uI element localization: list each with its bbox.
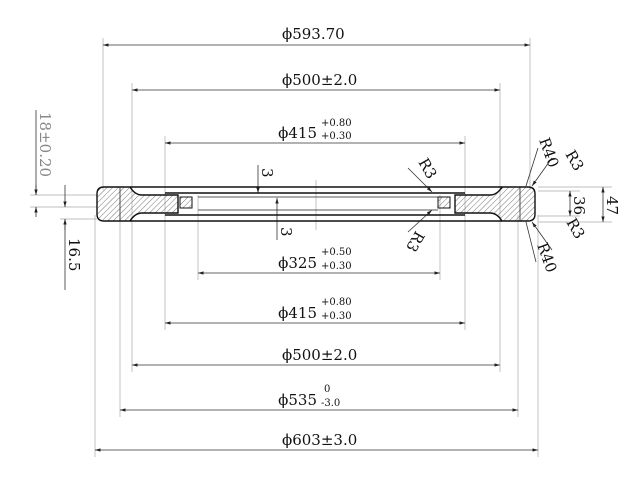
thickness-18-label: 18±0.20 (36, 112, 54, 177)
dim-535-tol-lower: -3.0 (321, 398, 340, 409)
r3-right-top-label: R3 (562, 147, 588, 174)
part-section (96, 186, 536, 222)
dimension-lines (34, 43, 605, 452)
r40-bottom-label: R40 (533, 240, 560, 275)
dim-415-bottom-tol-lower: +0.30 (321, 311, 352, 322)
dimension-labels: ϕ593.70 ϕ500±2.0 ϕ415 +0.80 +0.30 ϕ325 +… (36, 25, 621, 449)
gap-top-label: 3 (258, 168, 276, 178)
r3-bottom-label: R3 (402, 228, 428, 255)
dim-325-tol-upper: +0.50 (321, 247, 352, 258)
left-groove-block (179, 196, 193, 209)
dim-603-label: ϕ603±3.0 (282, 431, 357, 449)
right-groove-block (437, 196, 451, 209)
thickness-16-5-label: 16.5 (65, 238, 83, 271)
r3-right-bottom-label: R3 (563, 215, 589, 242)
gap-bottom-label: 3 (277, 227, 295, 237)
dim-415-top-tol-upper: +0.80 (321, 118, 352, 129)
dim-500-top-label: ϕ500±2.0 (282, 71, 357, 89)
dim-325-label: ϕ325 (278, 254, 317, 272)
dim-325-tol-lower: +0.30 (321, 261, 352, 272)
left-rim-hatch (96, 186, 179, 222)
dim-415-bottom-label: ϕ415 (278, 304, 317, 322)
dim-415-top-label: ϕ415 (278, 124, 317, 142)
right-rim-hatch (454, 186, 536, 222)
extension-lines (30, 38, 612, 457)
dim-415-top-tol-lower: +0.30 (321, 131, 352, 142)
height-47-label: 47 (603, 196, 621, 215)
height-36-label: 36 (570, 196, 588, 215)
dim-593-label: ϕ593.70 (282, 25, 345, 43)
dim-415-bottom-tol-upper: +0.80 (321, 297, 352, 308)
dim-500-bottom-label: ϕ500±2.0 (282, 346, 357, 364)
r40-top-label: R40 (535, 135, 562, 170)
dim-535-tol-upper: 0 (324, 384, 330, 395)
dim-535-label: ϕ535 (278, 391, 317, 409)
